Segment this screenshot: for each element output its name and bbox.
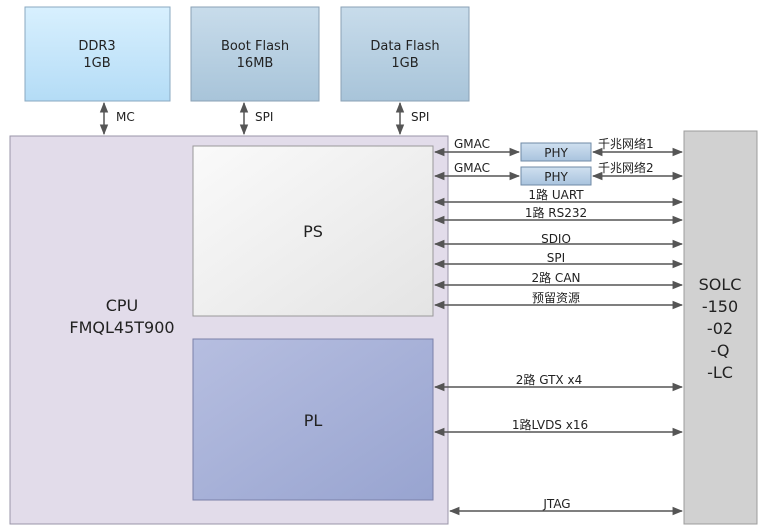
lvds-bus-label: 1路LVDS x16 <box>512 417 588 432</box>
boot-spi-label: SPI <box>255 110 273 124</box>
reserved-bus-label: 预留资源 <box>532 291 580 305</box>
boot-flash-name: Boot Flash <box>221 39 289 54</box>
sdio-bus-label: SDIO <box>541 232 571 246</box>
pl-block: PL <box>192 338 434 501</box>
gtx-bus-label: 2路 GTX x4 <box>516 372 582 387</box>
data-flash-box: Data Flash 1GB <box>340 6 470 102</box>
cpu-title: CPU <box>106 296 139 315</box>
ddr3-memory-box: DDR3 1GB <box>24 6 171 102</box>
boot-flash-size: 16MB <box>237 56 274 71</box>
uart-bus-label: 1路 UART <box>528 187 584 202</box>
mc-bus-label: MC <box>116 110 135 124</box>
boot-flash-box: Boot Flash 16MB <box>190 6 320 102</box>
connector-line-5: -LC <box>707 363 733 382</box>
gmac2-label: GMAC <box>454 161 490 175</box>
solc-connector: SOLC -150 -02 -Q -LC <box>683 130 758 525</box>
phy2-label: PHY <box>544 170 568 184</box>
phy1-label: PHY <box>544 146 568 160</box>
spi-bus-label: SPI <box>547 251 565 265</box>
can-bus-label: 2路 CAN <box>531 270 580 285</box>
rs232-bus-label: 1路 RS232 <box>525 205 587 220</box>
net2-label: 千兆网络2 <box>598 160 654 175</box>
connector-line-2: -150 <box>702 297 738 316</box>
connector-line-1: SOLC <box>699 275 742 294</box>
gmac1-label: GMAC <box>454 137 490 151</box>
ps-block: PS <box>192 145 434 317</box>
data-flash-size: 1GB <box>391 56 418 71</box>
gmac-link-1: GMAC PHY 千兆网络1 <box>433 136 684 162</box>
gmac-link-2: GMAC PHY 千兆网络2 <box>433 160 684 186</box>
ps-label: PS <box>303 222 323 241</box>
ddr3-size: 1GB <box>83 56 110 71</box>
connector-line-4: -Q <box>711 341 730 360</box>
phy1-box <box>520 142 592 162</box>
pl-label: PL <box>304 411 323 430</box>
data-spi-label: SPI <box>411 110 429 124</box>
phy2-box <box>520 166 592 186</box>
jtag-label: JTAG <box>542 497 570 511</box>
ddr3-name: DDR3 <box>78 39 115 54</box>
connector-line-3: -02 <box>707 319 733 338</box>
cpu-model: FMQL45T900 <box>69 318 174 337</box>
net1-label: 千兆网络1 <box>598 136 654 151</box>
data-flash-name: Data Flash <box>370 39 439 54</box>
